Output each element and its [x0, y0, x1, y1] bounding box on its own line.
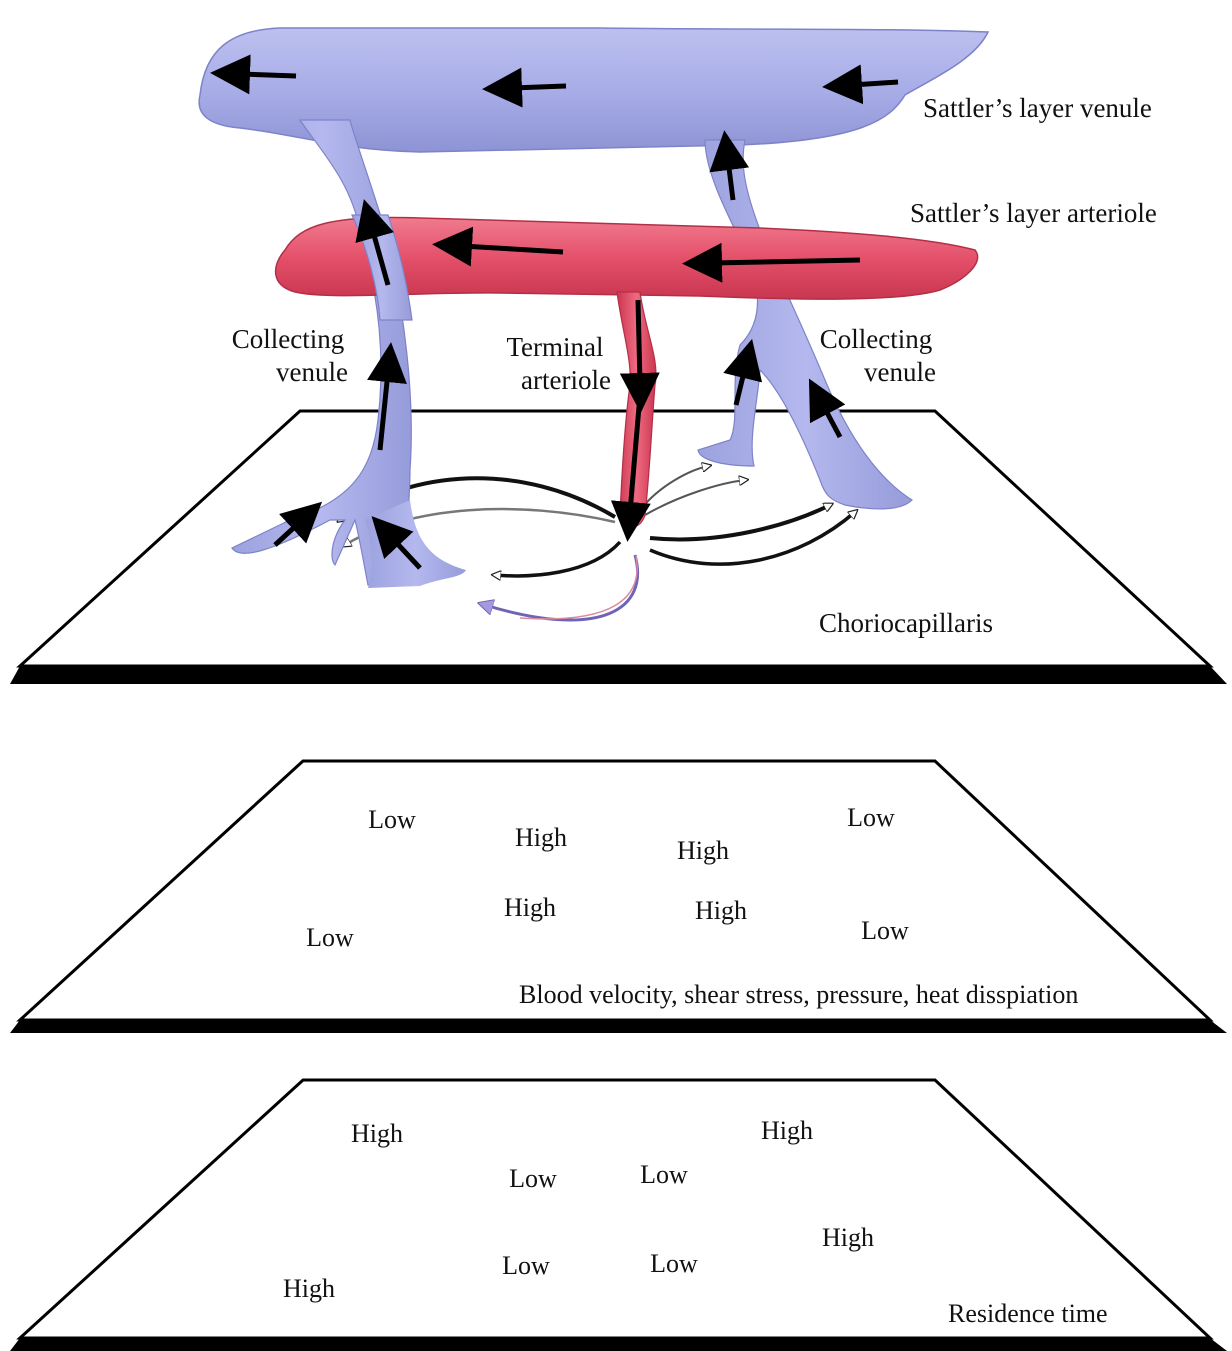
velocity-value: Low	[368, 805, 416, 834]
label-collecting-venule-right: Collecting	[820, 324, 932, 354]
label-terminal-arteriole: Terminal	[506, 332, 603, 362]
velocity-value: High	[504, 893, 556, 922]
velocity-panel: Low High High Low Low High High Low Bloo…	[10, 761, 1227, 1033]
label-terminal-arteriole-2: arteriole	[521, 365, 611, 395]
residence-value: High	[351, 1119, 403, 1148]
velocity-value: High	[515, 823, 567, 852]
residence-value: High	[761, 1116, 813, 1145]
anatomy-panel: Sattler’s layer venule Sattler’s layer a…	[10, 28, 1227, 684]
velocity-value: Low	[861, 916, 909, 945]
residence-panel-caption: Residence time	[948, 1299, 1108, 1328]
velocity-value: High	[695, 896, 747, 925]
label-collecting-venule-left-2: venule	[276, 357, 348, 387]
residence-value: Low	[650, 1249, 698, 1278]
residence-value: High	[822, 1223, 874, 1252]
label-collecting-venule-left: Collecting	[232, 324, 344, 354]
velocity-value: Low	[847, 803, 895, 832]
label-sattler-venule: Sattler’s layer venule	[923, 93, 1152, 123]
residence-panel: High High Low Low High High Low Low Resi…	[10, 1080, 1227, 1351]
residence-value: Low	[640, 1160, 688, 1189]
residence-value: Low	[502, 1251, 550, 1280]
velocity-value: Low	[306, 923, 354, 952]
choriocapillaris-plane	[10, 411, 1227, 684]
label-choriocapillaris: Choriocapillaris	[819, 608, 993, 638]
residence-value: Low	[509, 1164, 557, 1193]
velocity-panel-caption: Blood velocity, shear stress, pressure, …	[519, 980, 1078, 1009]
velocity-value: High	[677, 836, 729, 865]
label-sattler-arteriole: Sattler’s layer arteriole	[910, 198, 1157, 228]
label-collecting-venule-right-2: venule	[864, 357, 936, 387]
residence-value: High	[283, 1274, 335, 1303]
